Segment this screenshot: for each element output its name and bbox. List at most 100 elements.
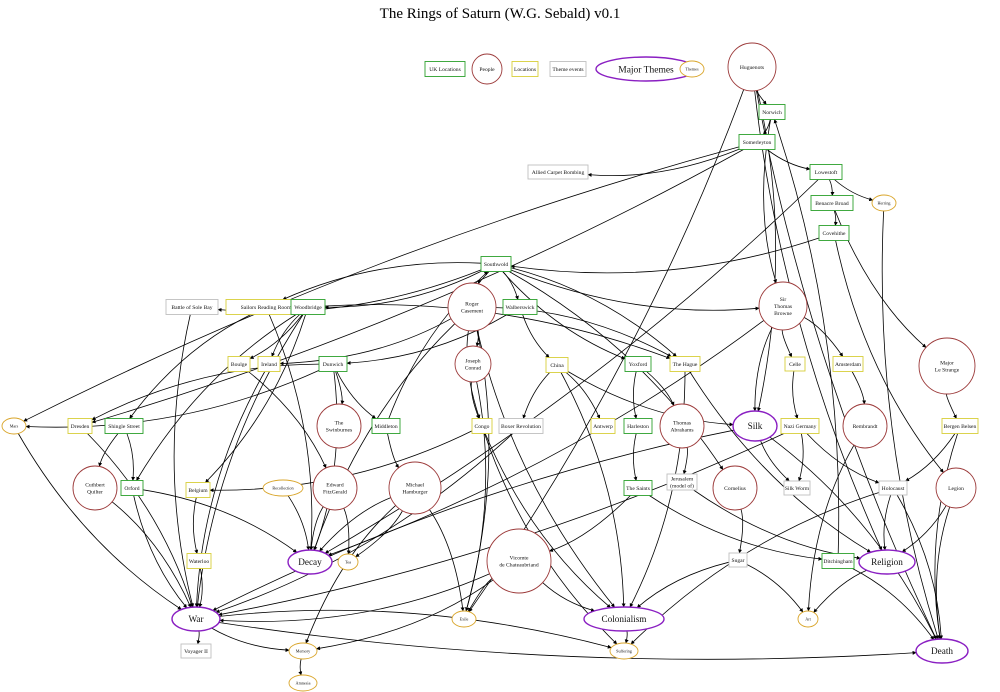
edge-somerleyton-lowestoft: [766, 149, 811, 171]
node-southwold-label: Southwold: [484, 262, 508, 268]
edge-silk-death: [769, 436, 937, 640]
edge-china-silk: [567, 371, 734, 427]
node-harleston: Harleston: [623, 418, 653, 434]
node-saints-shape: [623, 480, 653, 496]
legend-lg_people-shape: [471, 53, 503, 85]
legend-lg_ev-shape: [549, 61, 587, 77]
node-hague-shape: [669, 356, 701, 372]
edge-southwold-woodbridge: [324, 271, 482, 310]
node-death-shape: [915, 638, 969, 664]
edge-war-death: [218, 622, 917, 660]
edge-abrahams-jerusalem: [682, 447, 688, 475]
node-norwich: Norwich: [758, 104, 786, 120]
edge-amsterdam-rembrandt: [851, 371, 867, 405]
edge-southwold-browne: [510, 269, 760, 311]
node-amsterdam: Amsterdam: [832, 356, 864, 372]
node-cornelius: Cornelius: [712, 465, 758, 511]
edge-waterloo-war: [198, 568, 203, 608]
edge-ditchingham-norwich: [773, 119, 840, 554]
node-mars-label: Mars: [10, 424, 19, 429]
node-shingle-shape: [104, 418, 144, 434]
node-exile: Exile: [451, 610, 477, 628]
edge-shingle-quilter: [98, 433, 119, 467]
edge-memory-amnesia: [298, 658, 303, 676]
legend-lg_uk-shape: [424, 61, 466, 77]
node-jerusalem-label: Jerusalem(model of): [670, 477, 694, 490]
node-waterloo: Waterloo: [186, 553, 212, 569]
node-religion-shape: [858, 549, 916, 575]
edge-colonialism-suffering: [624, 630, 629, 644]
node-lowestoft: Lowestoft: [809, 164, 843, 180]
node-somerleyton-shape: [738, 134, 776, 150]
node-abrahams-shape: [659, 403, 705, 449]
node-benacre: Benacre Broad: [810, 195, 854, 211]
edge-solebay-war: [173, 314, 195, 608]
edge-walberswick-china: [522, 314, 550, 358]
node-walberswick-shape: [502, 299, 538, 315]
edge-legion-religion: [901, 505, 947, 553]
node-bergen-label: Bergen Belsen: [944, 424, 977, 430]
node-war-shape: [171, 606, 221, 632]
node-recollection-label: Recollection: [272, 486, 294, 491]
node-norwich-shape: [758, 104, 786, 120]
edge-herring-death: [881, 210, 940, 640]
edge-southwold-sailors: [282, 262, 482, 300]
node-holocaust-shape: [878, 480, 908, 496]
edge-sugar-colonialism: [636, 561, 730, 609]
node-norwich-label: Norwich: [762, 110, 782, 116]
node-silk-label: Silk: [748, 421, 763, 431]
edge-nazi-silkworm: [798, 433, 804, 482]
edge-norwich-somerleyton: [762, 119, 771, 135]
node-antwerp: Antwerp: [590, 418, 616, 434]
node-ireland-shape: [257, 356, 281, 372]
edge-cornelius-sugar: [738, 509, 744, 554]
node-memory: Memory: [288, 642, 318, 660]
node-browne-shape: [758, 281, 808, 331]
node-voyager-label: Voyager II: [184, 649, 208, 655]
edge-recollection-decay: [287, 495, 311, 551]
node-china: China: [545, 357, 569, 373]
node-harleston-label: Harleston: [627, 424, 649, 430]
node-art: Art: [797, 610, 819, 628]
node-woodbridge-label: Woodbridge: [294, 305, 322, 311]
node-bergen-shape: [941, 418, 979, 434]
node-religion-label: Religion: [871, 557, 903, 567]
edge-woodbridge-boulge: [249, 314, 303, 359]
node-legion-shape: [935, 467, 977, 509]
edge-chateaubriand-colonialism: [542, 582, 595, 612]
edge-saints-chateaubriand: [549, 495, 631, 552]
edge-hamburger-decay: [319, 497, 391, 552]
node-tea: Tea: [337, 553, 359, 571]
edge-belgium-waterloo: [192, 497, 199, 554]
node-exile-label: Exile: [460, 617, 469, 622]
edge-woodbridge-hague: [324, 304, 671, 360]
node-boulge: Boulge: [227, 356, 251, 372]
node-silkworm-label: Silk Worm: [785, 486, 810, 492]
node-recollection-shape: [262, 479, 304, 497]
legend-lg_theme-label: Themes: [685, 67, 699, 72]
node-nazi-label: Nazi Germany: [784, 424, 817, 430]
node-dunwich-shape: [318, 356, 348, 372]
node-exile-shape: [451, 610, 477, 628]
edge-ditchingham-death: [852, 568, 935, 640]
node-sugar-shape: [728, 552, 748, 568]
legend-lg_theme-shape: [679, 60, 705, 78]
node-belgium-shape: [185, 482, 211, 498]
node-sailors-label: Sailors Reading Room: [241, 305, 292, 311]
edge-china-antwerp: [565, 372, 601, 419]
edge-woodbridge-ireland: [271, 314, 300, 357]
node-sugar-label: Sugar: [731, 558, 744, 564]
edge-yoxford-harleston: [633, 371, 638, 419]
node-death: Death: [915, 638, 969, 664]
edge-browne-amsterdam: [803, 317, 844, 357]
edge-holocaust-death: [896, 494, 944, 640]
